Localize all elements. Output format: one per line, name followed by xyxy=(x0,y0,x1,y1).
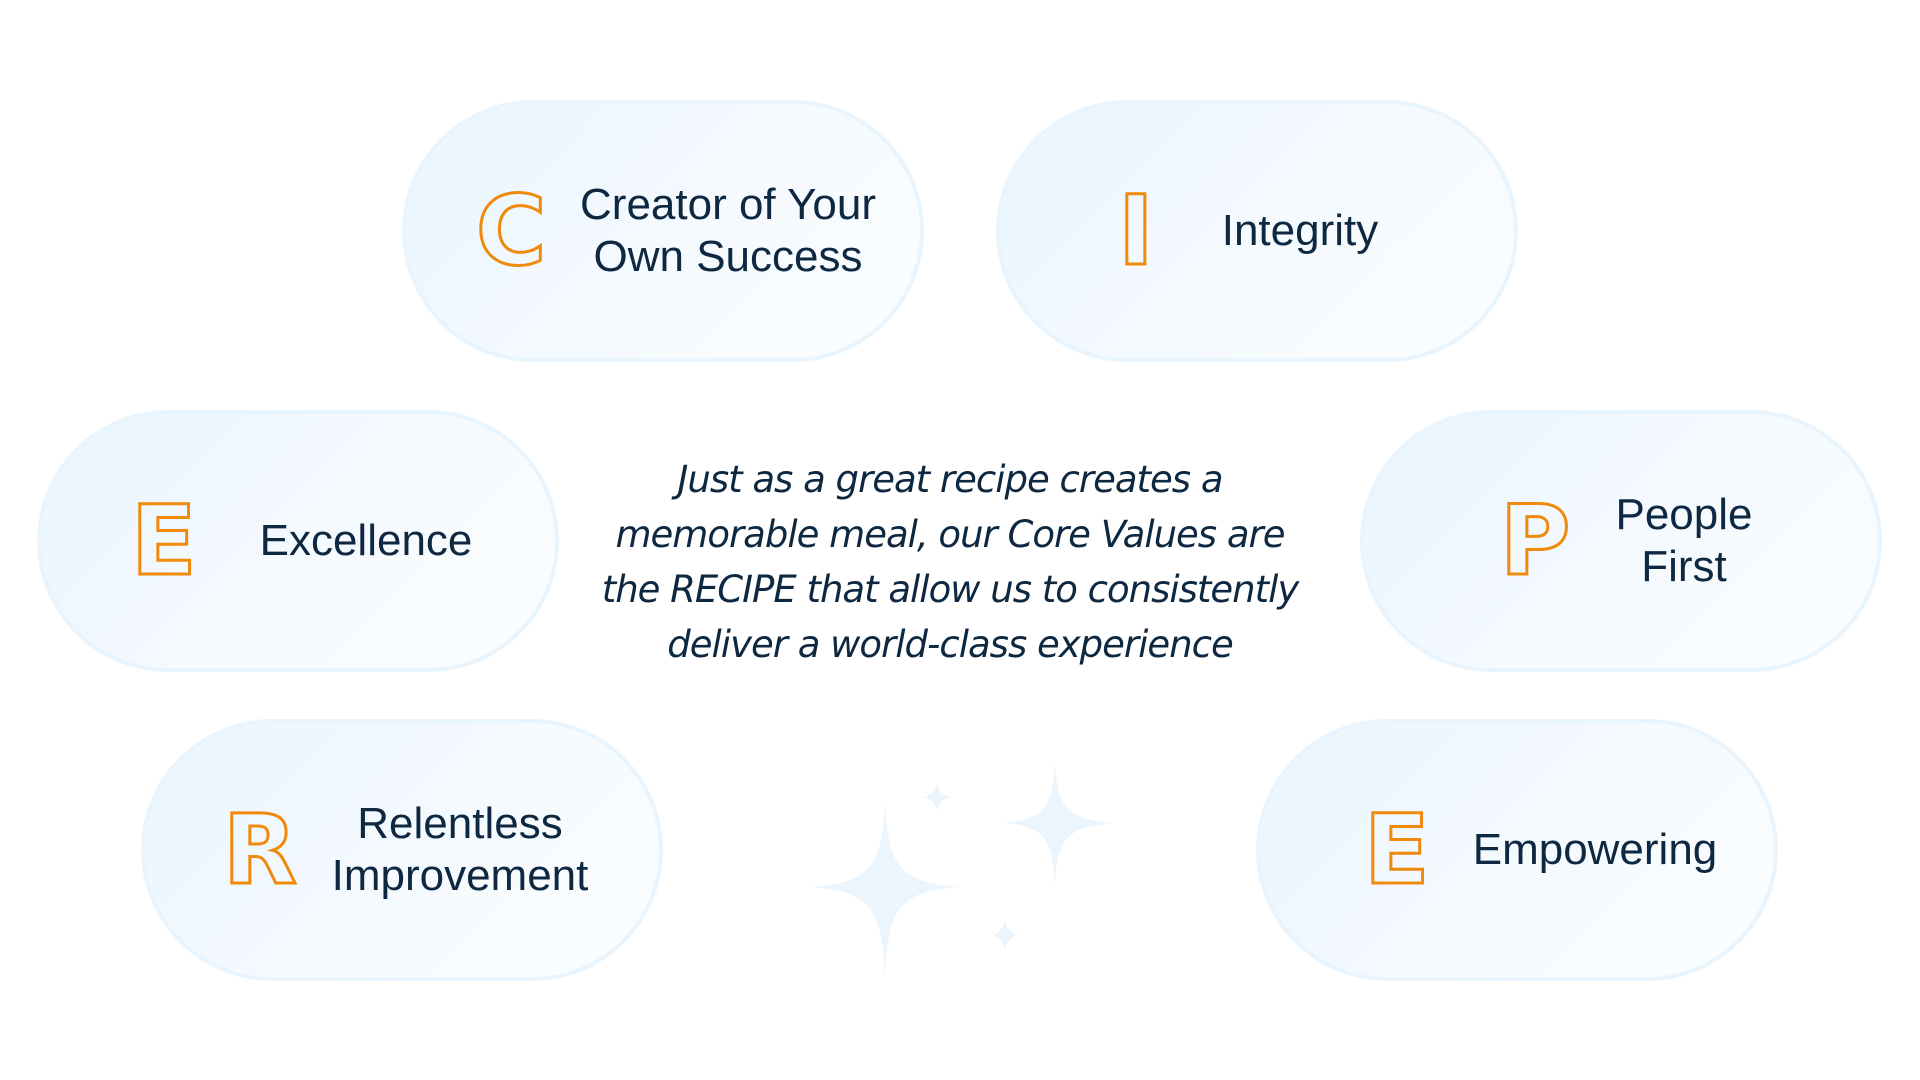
value-pill-empowering: E Empowering xyxy=(1256,719,1778,981)
value-label-line: First xyxy=(1641,542,1727,591)
letter-e-icon: E xyxy=(1363,794,1432,906)
value-label-creator: Creator of Your Own Success xyxy=(578,179,878,283)
value-pill-integrity: I Integrity xyxy=(996,100,1518,362)
letter-c-icon: C xyxy=(474,175,547,287)
value-label-integrity: Integrity xyxy=(1200,205,1400,257)
value-label-line: Integrity xyxy=(1221,206,1379,255)
statement-line: the RECIPE that allow us to consistently xyxy=(601,568,1300,611)
value-label-line: Excellence xyxy=(259,516,473,565)
value-pill-people-first: P People First xyxy=(1360,410,1882,672)
statement-line: deliver a world-class experience xyxy=(667,623,1233,666)
value-label-line: Own Success xyxy=(593,232,863,281)
value-label-empowering: Empowering xyxy=(1460,824,1730,876)
letter-e-icon: E xyxy=(130,485,199,597)
value-label-line: Empowering xyxy=(1472,825,1718,874)
recipe-statement: Just as a great recipe creates a memorab… xyxy=(590,452,1310,672)
statement-line: Just as a great recipe creates a xyxy=(677,458,1223,501)
value-label-line: People xyxy=(1615,490,1753,539)
value-label-people-first: People First xyxy=(1599,489,1769,593)
statement-line: memorable meal, our Core Values are xyxy=(615,513,1285,556)
value-label-relentless-improvement: Relentless Improvement xyxy=(320,798,600,902)
value-label-line: Relentless xyxy=(357,799,563,848)
value-pill-relentless-improvement: R Relentless Improvement xyxy=(141,719,663,981)
value-pill-creator: C Creator of Your Own Success xyxy=(402,100,924,362)
letter-r-icon: R xyxy=(222,794,299,906)
letter-p-icon: P xyxy=(1498,485,1571,597)
letter-i-icon: I xyxy=(1117,175,1156,287)
sparkles-icon xyxy=(810,760,1115,977)
value-label-excellence: Excellence xyxy=(246,515,486,567)
value-label-line: Creator of Your xyxy=(580,180,876,229)
value-label-line: Improvement xyxy=(331,851,589,900)
value-pill-excellence: E Excellence xyxy=(37,410,559,672)
